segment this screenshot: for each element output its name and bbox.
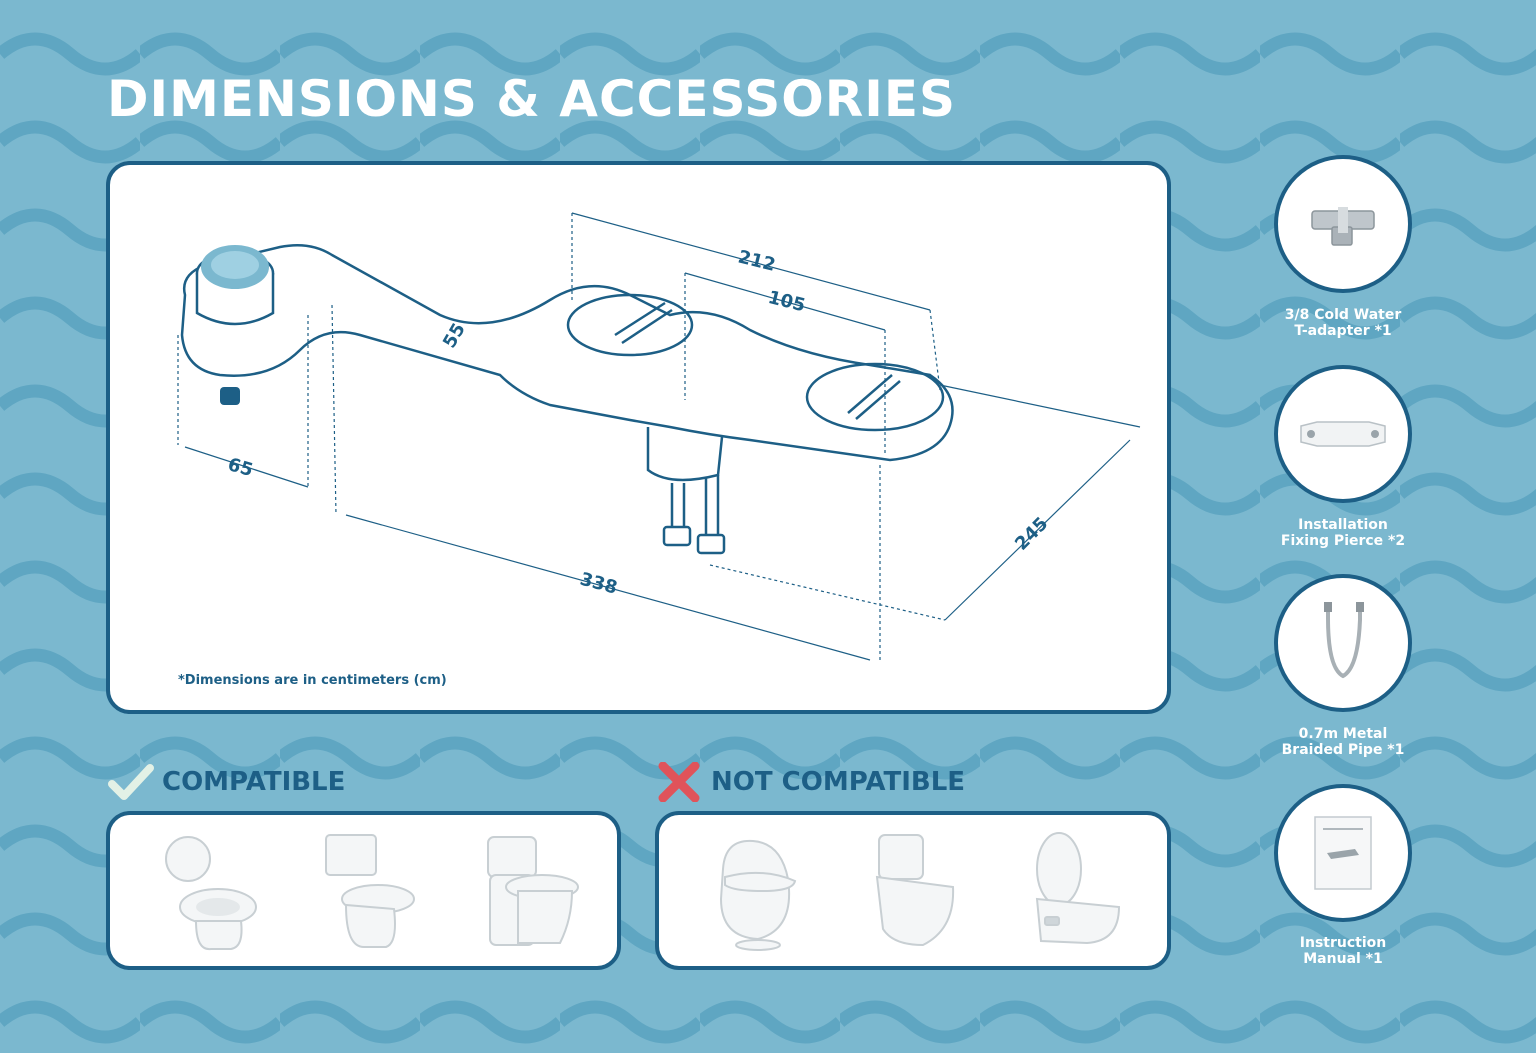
cross-icon [658,762,700,802]
bidet-diagram: 212 105 55 65 338 245 [177,212,1141,661]
wall-hung-toilet-icon [1035,832,1121,945]
dim-label-65: 65 [225,454,255,481]
manual-icon [1314,816,1372,890]
compatible-heading: COMPATIBLE [106,762,345,802]
egg-toilet-icon [719,839,797,951]
compatible-panel [106,811,621,970]
not-compatible-heading-text: NOT COMPATIBLE [711,767,966,797]
braided-pipe-icon [1324,602,1364,679]
not-compatible-heading: NOT COMPATIBLE [655,762,965,802]
dimensions-note: *Dimensions are in centimeters (cm) [178,673,447,688]
accessory-braided-pipe [1274,574,1412,712]
tank-toilet-icon [325,834,415,948]
accessory-instruction-manual [1274,784,1412,922]
compatible-heading-text: COMPATIBLE [162,767,346,797]
check-icon [108,764,154,800]
dim-label-338: 338 [578,569,620,599]
one-piece-toilet-icon [487,836,579,946]
accessory-t-adapter [1274,155,1412,293]
fixing-bracket-icon [1300,421,1386,447]
dim-label-245: 245 [1011,513,1052,554]
dimensions-panel: 212 105 55 65 338 245 *Dimensions are in… [106,161,1171,714]
round-toilet-icon [165,836,257,951]
close-coupled-toilet-icon [875,834,955,947]
dim-label-105: 105 [766,287,808,316]
not-compatible-panel [655,811,1171,970]
t-adapter-icon [1311,207,1375,246]
dim-label-55: 55 [439,320,470,352]
page-title: DIMENSIONS & ACCESSORIES [107,70,957,128]
accessory-fixing-pierce [1274,365,1412,503]
dim-label-212: 212 [736,246,778,275]
